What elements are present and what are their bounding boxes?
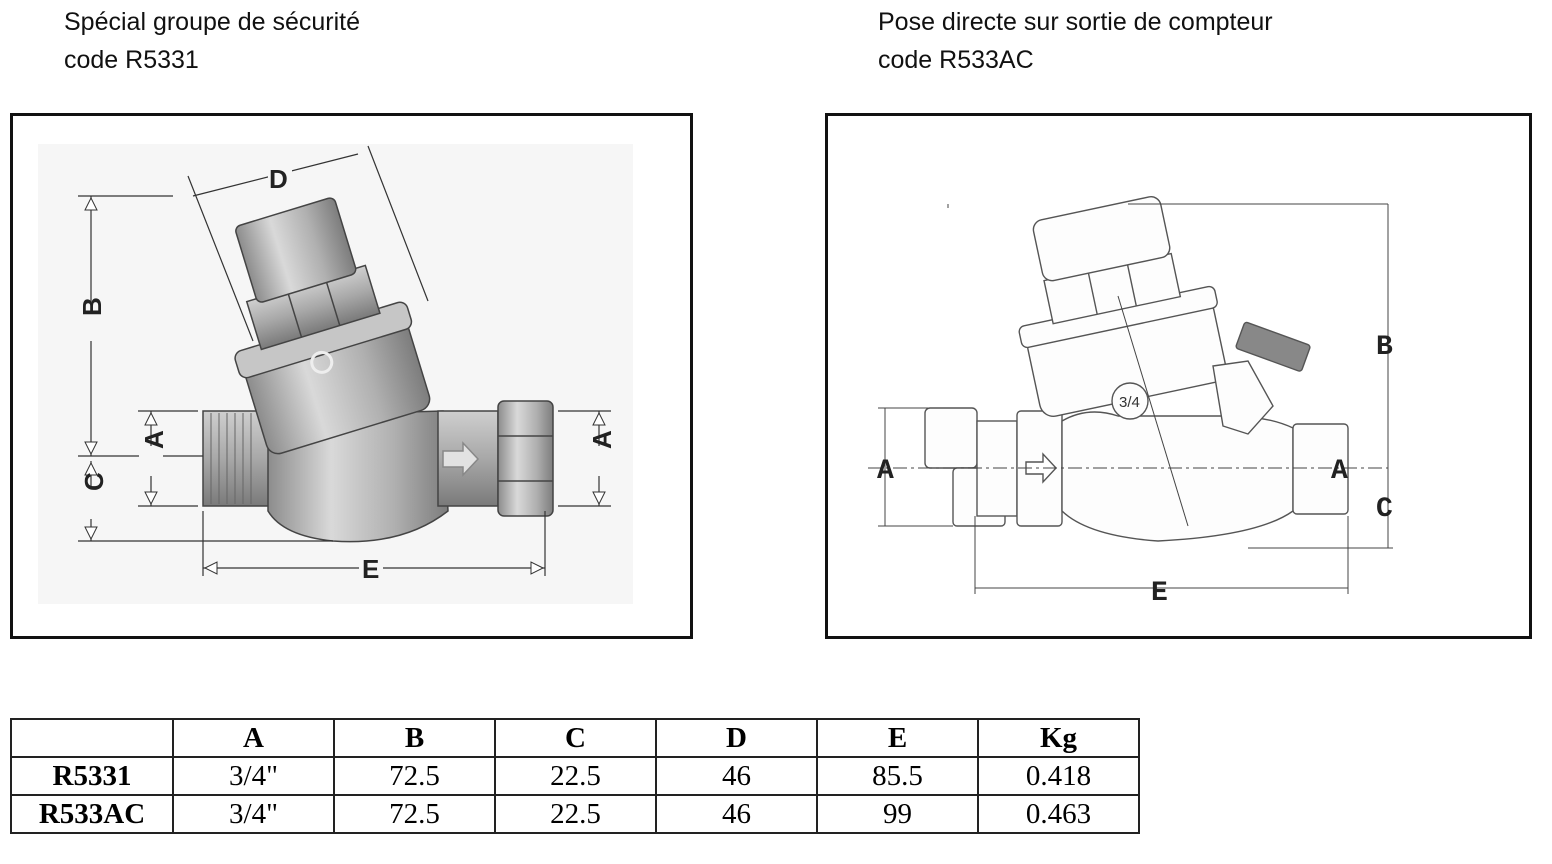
left-label-d: D <box>269 164 288 194</box>
left-label-a-right: A <box>587 430 617 449</box>
table-row-label: R5331 <box>10 756 174 796</box>
left-caption: Spécial groupe de sécurité code R5331 <box>64 3 360 79</box>
table-cell: 46 <box>655 794 818 834</box>
right-label-b: B <box>1376 332 1393 363</box>
table-cell: 0.418 <box>977 756 1140 796</box>
right-valve-drawing: B A A C E 3/4 <box>868 196 1393 609</box>
table-cell: 85.5 <box>816 756 979 796</box>
table-cell: 22.5 <box>494 756 657 796</box>
table-header-cell: Kg <box>977 718 1140 758</box>
table-cell: 72.5 <box>333 794 496 834</box>
table-row: R5331 3/4" 72.5 22.5 46 85.5 0.418 <box>10 756 1140 796</box>
right-body-marking: 3/4 <box>1119 394 1140 411</box>
left-drawing-frame: D B A C A E <box>10 113 693 639</box>
left-label-e: E <box>362 554 379 584</box>
table-cell: 22.5 <box>494 794 657 834</box>
dimension-table: A B C D E Kg R5331 3/4" 72.5 22.5 46 85.… <box>10 718 1140 834</box>
table-header-cell: B <box>333 718 496 758</box>
left-label-a-left: A <box>139 430 169 449</box>
right-caption: Pose directe sur sortie de compteur code… <box>878 3 1273 79</box>
right-code: code R533AC <box>878 46 1034 74</box>
table-header-cell: C <box>494 718 657 758</box>
table-row: R533AC 3/4" 72.5 22.5 46 99 0.463 <box>10 794 1140 834</box>
right-drawing-frame: B A A C E 3/4 <box>825 113 1532 639</box>
table-cell: 46 <box>655 756 818 796</box>
dimension-lines <box>868 203 1393 594</box>
valve-outline <box>924 196 1349 542</box>
valve-body <box>202 197 554 543</box>
table-cell: 72.5 <box>333 756 496 796</box>
table-header-cell: E <box>816 718 979 758</box>
table-cell: 0.463 <box>977 794 1140 834</box>
table-header-cell: D <box>655 718 818 758</box>
left-title: Spécial groupe de sécurité <box>64 8 361 36</box>
table-row-label: R533AC <box>10 794 174 834</box>
dimension-arrowheads <box>84 196 606 575</box>
right-label-e: E <box>1151 578 1168 609</box>
left-label-c: C <box>79 472 109 491</box>
right-label-c: C <box>1376 494 1393 525</box>
table-header-row: A B C D E Kg <box>10 718 1140 758</box>
table-cell: 99 <box>816 794 979 834</box>
right-label-a-left: A <box>877 456 894 487</box>
right-label-a-right: A <box>1331 456 1348 487</box>
table-cell: 3/4" <box>172 794 335 834</box>
table-header-cell: A <box>172 718 335 758</box>
left-label-b: B <box>77 297 107 316</box>
left-valve-drawing: D B A C A E <box>38 144 633 604</box>
right-title: Pose directe sur sortie de compteur <box>878 8 1273 36</box>
left-code: code R5331 <box>64 46 199 74</box>
table-cell: 3/4" <box>172 756 335 796</box>
table-header-cell <box>10 718 174 758</box>
